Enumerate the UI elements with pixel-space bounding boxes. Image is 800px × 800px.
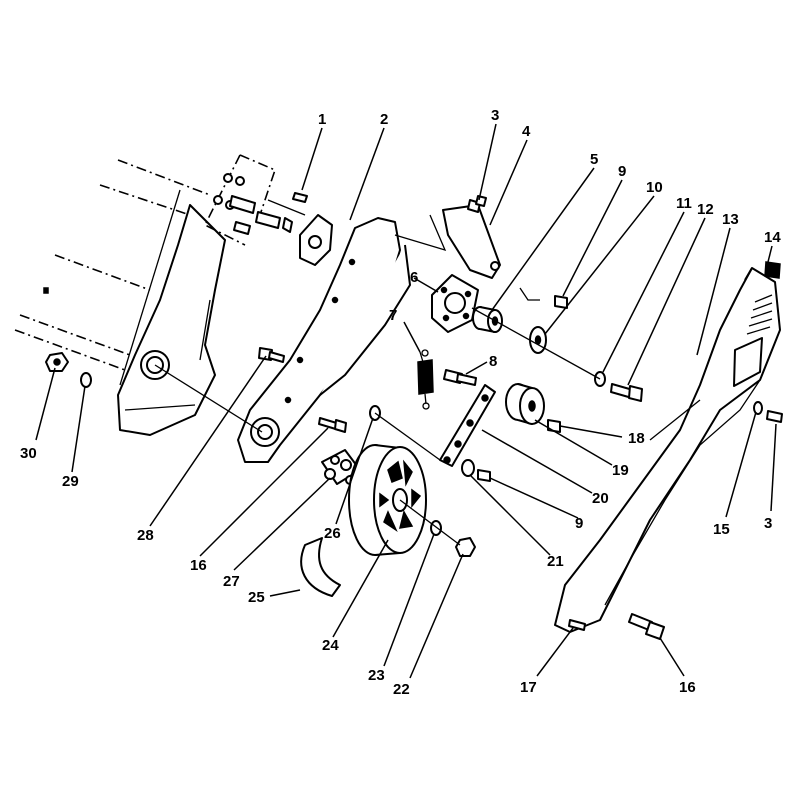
part-28-bolt <box>258 347 285 363</box>
callout-9-top: 9 <box>618 163 626 180</box>
part-6-bearing-plate <box>431 274 479 333</box>
part-9-nut-bottom <box>477 469 491 482</box>
part-19-pulley <box>505 383 545 425</box>
part-7-spring <box>417 349 434 410</box>
pin-detail-box <box>203 154 306 246</box>
callout-16-bottom: 16 <box>679 679 696 696</box>
part-8-stud <box>443 369 477 386</box>
callout-3: 3 <box>491 107 499 124</box>
callout-23: 23 <box>368 667 385 684</box>
callout-10: 10 <box>646 179 663 196</box>
part-22-nut <box>455 537 476 557</box>
part-29-washer <box>80 372 92 388</box>
callout-28: 28 <box>137 527 154 544</box>
callout-5: 5 <box>590 151 598 168</box>
part-4-bracket <box>442 195 501 279</box>
callout-12: 12 <box>697 201 714 218</box>
callout-21: 21 <box>547 553 564 570</box>
part-16-bolt-middle <box>318 417 347 433</box>
part-2-drive-arm <box>237 217 411 463</box>
callout-20: 20 <box>592 490 609 507</box>
callout-18: 18 <box>628 430 645 447</box>
callout-8: 8 <box>489 353 497 370</box>
callout-30: 30 <box>20 445 37 462</box>
callout-3-right: 3 <box>764 515 772 532</box>
callout-16-middle: 16 <box>190 557 207 574</box>
callout-1: 1 <box>318 111 326 128</box>
callout-7: 7 <box>389 307 397 324</box>
callout-6: 6 <box>410 269 418 286</box>
callout-27: 27 <box>223 573 240 590</box>
callout-29: 29 <box>62 473 79 490</box>
part-21-washer <box>461 459 475 477</box>
callout-labels: 1 2 3 4 5 9 10 11 12 13 14 6 7 8 18 19 2… <box>20 107 781 698</box>
callout-2: 2 <box>380 111 388 128</box>
part-30-nut <box>45 352 69 372</box>
callout-15: 15 <box>713 521 730 538</box>
part-14-decal <box>764 261 781 279</box>
callout-9-bottom: 9 <box>575 515 583 532</box>
part-25-belt-segment <box>300 537 341 597</box>
callout-24: 24 <box>322 637 339 654</box>
part-10-washer <box>529 326 547 354</box>
part-12-bolt <box>610 383 643 402</box>
part-16-bolt-bottom <box>628 613 665 640</box>
part-1-clip <box>292 192 308 203</box>
part-17-screw <box>568 619 586 631</box>
part-5-bushing <box>472 306 503 333</box>
callout-17: 17 <box>520 679 537 696</box>
callout-26: 26 <box>324 525 341 542</box>
part-15-washer <box>753 401 763 415</box>
frame-housing <box>14 159 226 436</box>
callout-19: 19 <box>612 462 629 479</box>
leader-lines <box>35 123 777 679</box>
callout-13: 13 <box>722 211 739 228</box>
part-13-belt-cover <box>554 267 781 633</box>
callout-25: 25 <box>248 589 265 606</box>
part-23-washer <box>430 520 442 536</box>
callout-11: 11 <box>676 195 692 212</box>
callout-14: 14 <box>764 229 781 246</box>
part-24-large-pulley <box>348 444 427 556</box>
callout-4: 4 <box>522 123 531 140</box>
axis-lines <box>154 307 601 546</box>
part-20-link-plate <box>439 384 496 467</box>
bracket-plate <box>299 214 333 266</box>
callout-22: 22 <box>393 681 410 698</box>
part-9-nut-top <box>519 287 568 309</box>
part-3-bolt-right <box>766 410 783 423</box>
part-18-nut <box>547 419 561 433</box>
